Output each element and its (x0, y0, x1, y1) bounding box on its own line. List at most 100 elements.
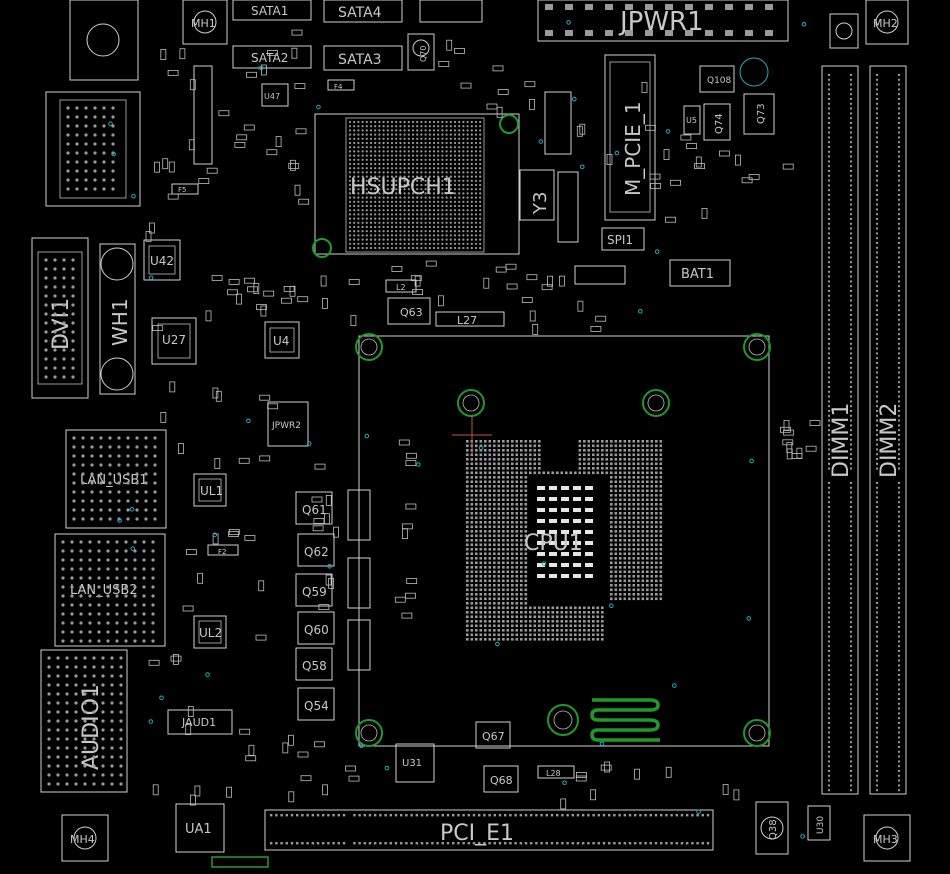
io-pin (119, 773, 123, 777)
cpu-pad (623, 597, 627, 601)
m-pcie-slot[interactable]: M_PCIE_1 (604, 54, 656, 221)
io-pin (101, 737, 105, 741)
q63-transistor[interactable]: Q63 (387, 297, 431, 325)
l2-inductor[interactable]: L2 (385, 279, 417, 293)
bat1-battery[interactable]: BAT1 (669, 259, 731, 287)
f2-fuse[interactable]: F2 (207, 544, 239, 556)
header-near-y3[interactable] (557, 171, 579, 243)
f5-fuse[interactable]: F5 (171, 183, 199, 195)
q62-mosfet[interactable]: Q62 (297, 533, 335, 567)
pcie1-slot[interactable]: PCI_E1 (264, 809, 714, 851)
ua1-chip[interactable]: UA1 (175, 803, 225, 853)
dimm-pin (898, 213, 900, 216)
sata4-connector[interactable]: SATA4 (323, 0, 403, 23)
cpu-pad (659, 539, 663, 542)
q54-mosfet[interactable]: Q54 (297, 687, 335, 721)
dimm1-slot[interactable]: DIMM1 (821, 65, 859, 795)
y3-crystal[interactable]: Y3 (519, 169, 555, 221)
q73-transistor[interactable]: Q73 (743, 93, 775, 135)
f4-fuse[interactable]: F4 (327, 79, 355, 91)
l27-inductor[interactable]: L27 (435, 311, 505, 327)
io-pin (97, 576, 101, 580)
pch-ball (441, 129, 444, 132)
header-cluster[interactable] (544, 91, 572, 155)
sata1-connector[interactable]: SATA1 (232, 0, 312, 21)
io-pin (106, 594, 110, 598)
cpu-pad (515, 579, 519, 583)
hsupch1-chipset[interactable]: HSUPCH1 (314, 113, 520, 255)
u42-chip[interactable]: U42 (143, 239, 181, 281)
dimm-pin (828, 275, 830, 278)
lan-usb1-connector[interactable]: LAN_USB1 (65, 429, 167, 529)
dimm-pin (850, 688, 852, 691)
cpu-pad (592, 633, 595, 637)
cpu-pad (601, 629, 604, 632)
sata3-connector[interactable]: SATA3 (323, 45, 403, 71)
mh4-hole[interactable]: MH4 (61, 814, 109, 862)
usb-header-left[interactable] (193, 65, 213, 165)
io-pin (117, 436, 121, 440)
u5-chip[interactable]: U5 (683, 105, 701, 135)
q108-transistor[interactable]: Q108 (699, 65, 735, 93)
hdmi-dp-connector[interactable] (45, 91, 141, 207)
cpu-pad (641, 593, 645, 596)
cpu1-socket[interactable]: CPU1 (358, 335, 770, 747)
q-top-right[interactable] (829, 13, 859, 49)
ul1-chip[interactable]: UL1 (193, 473, 227, 507)
q70-transistor[interactable]: Q70 (407, 33, 435, 71)
jaud1-header[interactable]: JAUD1 (167, 709, 233, 735)
pcie-pin (316, 814, 320, 817)
mh3-hole[interactable]: MH3 (863, 814, 911, 862)
dimm2-slot[interactable]: DIMM2 (869, 65, 907, 795)
audio1-connector[interactable]: AUDIO1 (40, 649, 128, 793)
usb-header-top[interactable] (419, 0, 483, 23)
jumper-block[interactable] (574, 265, 626, 285)
u27-chip[interactable]: U27 (151, 317, 197, 365)
q74-transistor[interactable]: Q74 (703, 103, 731, 141)
cpu-pad (515, 543, 519, 547)
q38-transistor[interactable]: Q38 (755, 801, 789, 855)
q58-mosfet[interactable]: Q58 (295, 647, 333, 681)
q67-transistor[interactable]: Q67 (475, 721, 511, 749)
dimm-pin (850, 602, 852, 604)
jpwr2-connector[interactable]: JPWR2 (267, 401, 309, 447)
u47-chip[interactable]: U47 (261, 83, 289, 107)
u31-chip[interactable]: U31 (395, 743, 435, 783)
ul2-chip[interactable]: UL2 (193, 615, 227, 649)
pch-ball (420, 230, 423, 233)
pch-ball (445, 242, 448, 245)
u30-chip[interactable]: U30 (807, 805, 831, 841)
dimm-pin (828, 635, 830, 638)
l28-inductor[interactable]: L28 (537, 765, 575, 779)
q68-transistor[interactable]: Q68 (483, 765, 519, 793)
via (665, 129, 671, 134)
io-pin (124, 621, 128, 625)
mh2-hole[interactable]: MH2 (865, 0, 909, 45)
mh1-hole[interactable]: MH1 (182, 0, 228, 45)
ps2-connector[interactable] (69, 0, 139, 81)
io-pin (101, 692, 105, 696)
dimm-pin (876, 544, 878, 547)
q59-mosfet[interactable]: Q59 (295, 573, 333, 607)
dimm-pin (850, 702, 852, 705)
lan-usb2-connector[interactable]: LAN_USB2 (54, 533, 166, 647)
wh1-header[interactable]: WH1 (99, 243, 136, 395)
smd-part (560, 798, 567, 810)
pch-ball (470, 209, 473, 212)
dvi1-connector[interactable]: DVI1 (31, 237, 89, 399)
via (654, 249, 660, 254)
q61-mosfet[interactable]: Q61 (295, 491, 333, 525)
cpu-pad (619, 512, 622, 515)
cpu-pad (655, 521, 658, 524)
u4-chip[interactable]: U4 (264, 321, 300, 359)
sata2-connector[interactable]: SATA2 (232, 45, 312, 69)
pch-ball (416, 192, 419, 195)
green-header[interactable] (211, 856, 269, 868)
jpwr1-connector[interactable]: JPWR1 (537, 0, 789, 42)
q60-mosfet[interactable]: Q60 (297, 611, 335, 645)
spi1-header[interactable]: SPI1 (601, 227, 645, 251)
pch-ball (374, 188, 377, 191)
pch-ball (479, 171, 482, 174)
pch-ball (445, 146, 448, 149)
dimm-pin (876, 290, 878, 292)
